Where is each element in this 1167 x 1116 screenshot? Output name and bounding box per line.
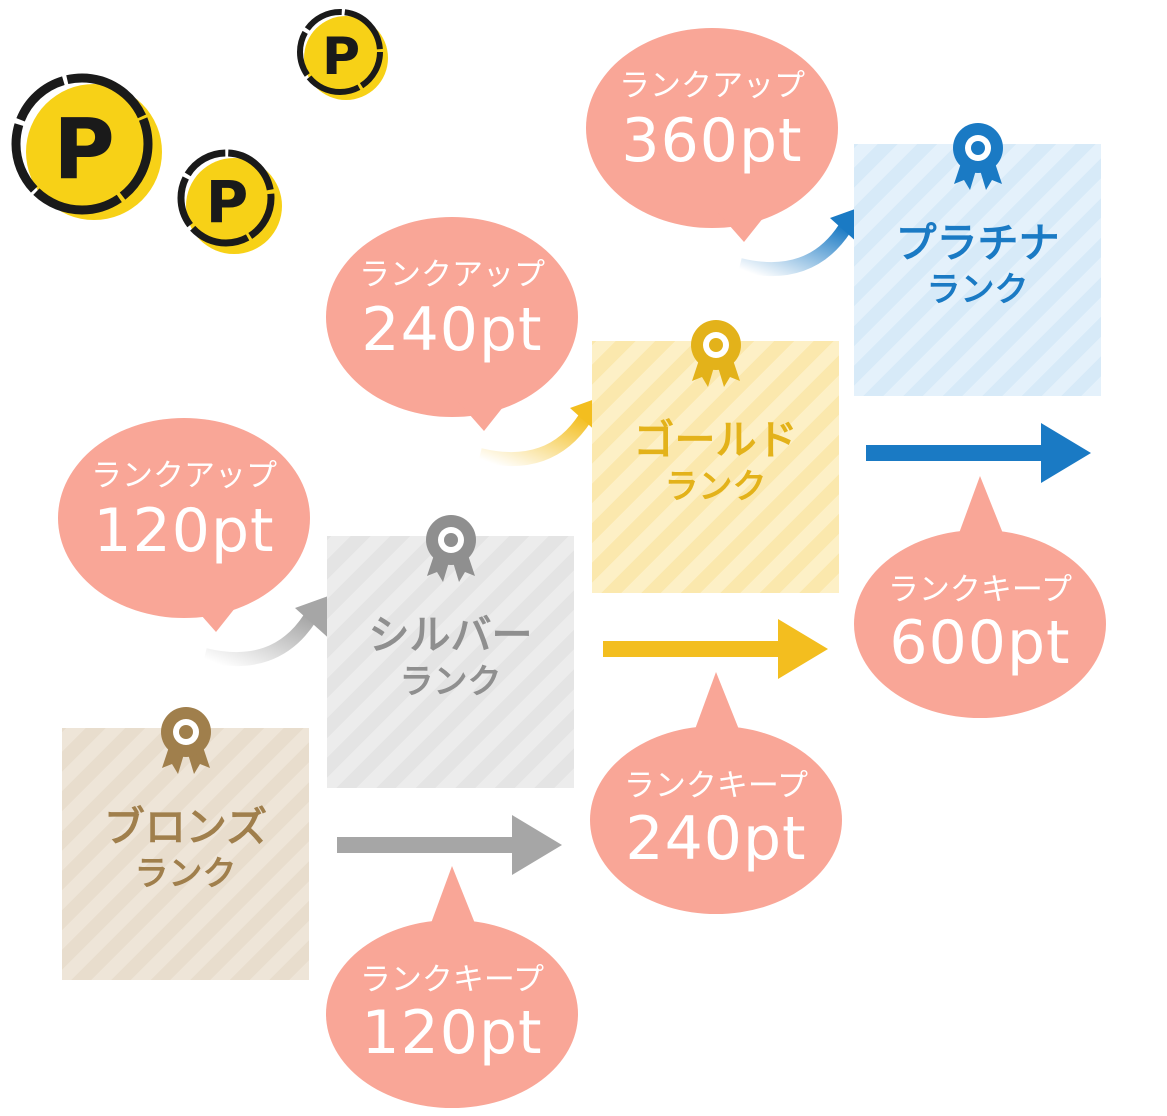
svg-text:P: P [206, 168, 249, 236]
rank-up-bubble-3: ランクアップ 360pt [586, 28, 838, 242]
rank-keep-label: ランクキープ [359, 962, 545, 998]
ribbon-medal-icon [690, 320, 741, 387]
rank-name-platinum: プラチナ [895, 219, 1060, 267]
rank-keep-arrow-gold [603, 619, 828, 679]
rank-up-label: ランクアップ [619, 68, 805, 104]
rank-keep-label: ランクキープ [623, 768, 809, 804]
rank-box-gold: ゴールド ランク [592, 320, 839, 593]
rank-keep-label: ランクキープ [887, 572, 1073, 608]
rank-sub-bronze: ランク [134, 854, 237, 894]
ribbon-medal-icon [425, 515, 476, 582]
rank-keep-arrow-gray [337, 815, 562, 875]
coin-icon-large: P [11, 73, 162, 220]
rank-up-bubble-2: ランクアップ 240pt [326, 217, 578, 431]
coin-icon-medium: P [177, 149, 282, 254]
rank-keep-bubble-1: ランクキープ 120pt [326, 866, 578, 1108]
ribbon-medal-icon [952, 123, 1003, 190]
rank-up-points: 360pt [621, 106, 803, 176]
rank-keep-arrow-blue [866, 423, 1091, 483]
ribbon-medal-icon [160, 707, 211, 774]
rank-name-bronze: ブロンズ [103, 803, 268, 851]
rank-sub-gold: ランク [664, 467, 767, 507]
rank-keep-points: 120pt [361, 998, 543, 1068]
svg-text:P: P [53, 100, 115, 198]
rank-name-silver: シルバー [368, 611, 533, 659]
rank-box-platinum: プラチナ ランク [854, 123, 1101, 396]
rank-keep-points: 240pt [625, 804, 807, 874]
rank-box-bronze: ブロンズ ランク [62, 707, 309, 980]
rank-keep-bubble-2: ランクキープ 240pt [590, 672, 842, 914]
rank-sub-platinum: ランク [926, 270, 1029, 310]
rank-name-gold: ゴールド [633, 416, 798, 464]
coin-icon-small: P [297, 9, 388, 100]
rank-box-silver: シルバー ランク [327, 515, 574, 788]
rank-sub-silver: ランク [399, 662, 502, 702]
rank-up-bubble-1: ランクアップ 120pt [58, 418, 310, 632]
rank-up-points: 120pt [93, 496, 275, 566]
rank-up-label: ランクアップ [359, 257, 545, 293]
rank-up-points: 240pt [361, 295, 543, 365]
rank-keep-points: 600pt [889, 608, 1071, 678]
svg-text:P: P [322, 27, 360, 87]
rank-keep-bubble-3: ランクキープ 600pt [854, 476, 1106, 718]
rank-up-label: ランクアップ [91, 458, 277, 494]
